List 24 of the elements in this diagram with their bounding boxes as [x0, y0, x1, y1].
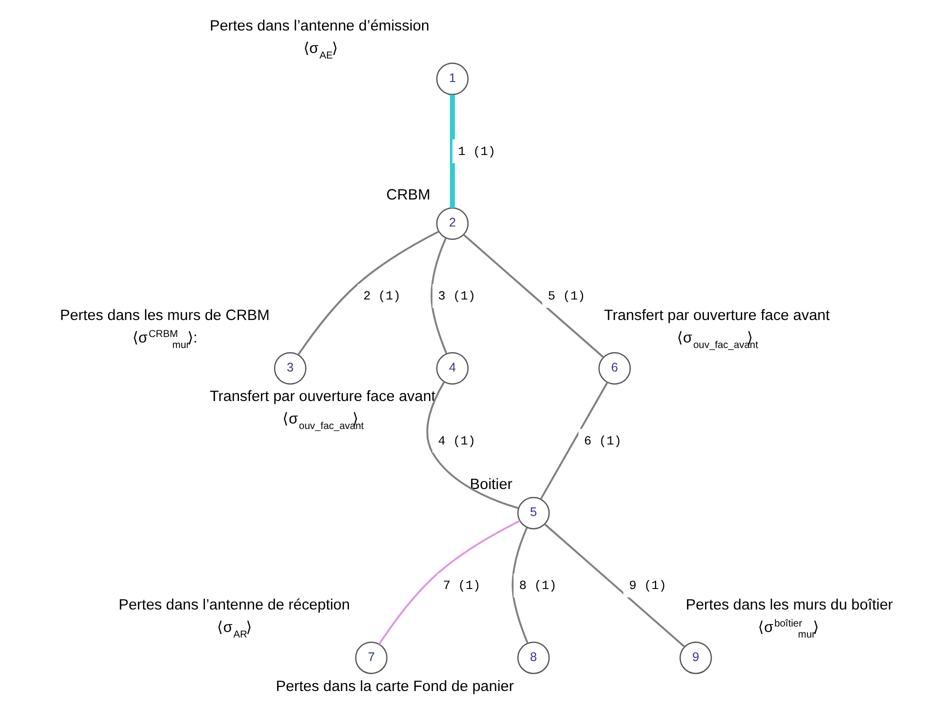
node-label: Transfert par ouverture face avant	[604, 306, 830, 324]
node-label: Pertes dans les murs de CRBM	[60, 306, 270, 324]
edge-label: 6 (1)	[584, 434, 622, 448]
node-label: ⟨σ$^{boîtier}$$_{mur}$⟩	[758, 618, 820, 640]
node-label: Transfert par ouverture face avant	[210, 388, 436, 405]
edge-label: 9 (1)	[628, 579, 666, 594]
edge-label: 1 (1)	[458, 144, 496, 159]
node-label: ⟨σ$_{AR}$⟩	[217, 618, 252, 640]
node-label: Pertes dans l’antenne d’émission	[210, 17, 430, 34]
edge-label: 3 (1)	[438, 290, 476, 304]
edge-label: 2 (1)	[363, 290, 401, 304]
node-label: Pertes dans les murs du boîtier	[686, 596, 893, 614]
node-label: ⟨σ$_{ouv_fac_avant}$⟩	[677, 329, 758, 351]
node-label: Pertes dans la carte Fond de panier	[276, 678, 514, 696]
edge-label: 8 (1)	[519, 579, 557, 594]
edge-label: 5 (1)	[548, 290, 586, 304]
edge-label: 4 (1)	[438, 434, 476, 448]
node-label: ⟨σ$^{CRBM}$$_{mur}$⟩:	[132, 328, 198, 351]
node-label: CRBM	[386, 186, 430, 204]
node-label: ⟨σ$_{AE}$⟩	[303, 40, 338, 62]
edge-label: 7 (1)	[443, 579, 480, 594]
node-label: Boitier	[470, 476, 512, 493]
node-label: ⟨σ$_{ouv_fac_avant}$⟩	[282, 410, 364, 432]
node-label: Pertes dans l’antenne de réception	[118, 596, 350, 614]
